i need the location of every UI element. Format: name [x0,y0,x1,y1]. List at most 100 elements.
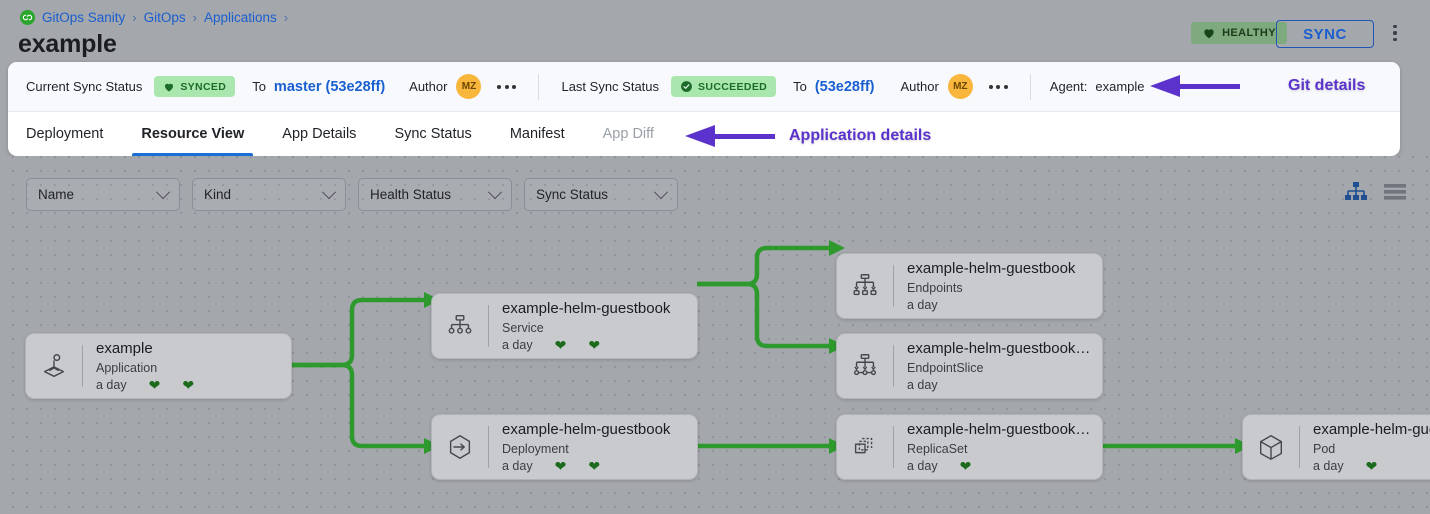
node-age: a day [907,458,938,473]
filter-kind-label: Kind [204,187,232,202]
page-header: GitOps Sanity › GitOps › Applications › … [0,0,1430,66]
filter-sync-status[interactable]: Sync Status [524,178,678,211]
gitops-logo-icon [20,10,35,25]
current-revision-link[interactable]: master (53e28ff) [273,78,386,95]
divider [893,265,894,307]
graph-node-replicaset[interactable]: example-helm-guestbook-74… ReplicaSet a … [836,414,1103,480]
current-to-label: To [252,79,266,94]
divider [82,345,83,387]
pod-icon [1243,432,1299,462]
node-title: example-helm-guestbook-74… [907,420,1092,438]
health-heart-icon: ❤ [148,377,161,393]
check-circle-icon [681,81,692,92]
list-view-icon[interactable] [1384,182,1406,202]
breadcrumb-item-applications[interactable]: Applications [203,10,277,25]
graph-node-pod[interactable]: example-helm-guest Pod a day ❤ [1242,414,1430,480]
tab-app-details[interactable]: App Details [282,125,357,142]
filter-name[interactable]: Name [26,178,180,211]
tab-resource-view[interactable]: Resource View [132,111,254,156]
agent-value: example [1095,79,1145,94]
sync-status-bar: Current Sync Status SYNCED To master (53… [8,62,1400,112]
breadcrumb-item-gitops-sanity[interactable]: GitOps Sanity [42,10,126,25]
service-icon [432,311,488,341]
heart-icon [165,83,174,91]
node-age: a day [502,458,533,473]
more-options-button[interactable] [1386,22,1404,44]
chevron-down-icon [653,184,669,199]
graph-node-endpoints[interactable]: example-helm-guestbook Endpoints a day [836,253,1103,319]
tab-bar: Deployment Resource View App Details Syn… [8,111,1400,156]
graph-node-endpointslice[interactable]: example-helm-guestbook-ct… EndpointSlice… [836,333,1103,399]
sync-heart-icon: ❤ [182,377,195,393]
node-title: example-helm-guestbook [502,299,671,317]
last-to-label: To [793,79,807,94]
divider [488,426,489,468]
node-age: a day [1313,458,1344,473]
view-toggle-group [1345,182,1406,202]
chevron-down-icon [155,184,171,199]
divider [1299,426,1300,468]
node-kind: Deployment [502,441,569,456]
node-age: a day [907,377,938,392]
avatar[interactable]: MZ [456,74,482,99]
tree-view-icon[interactable] [1345,182,1367,202]
node-kind: Service [502,320,544,335]
chevron-down-icon [487,184,503,199]
divider [1029,73,1031,100]
node-age: a day [502,337,533,352]
current-sync-status-label: Current Sync Status [26,79,143,94]
graph-node-service[interactable]: example-helm-guestbook Service a day ❤ ❤ [431,293,698,359]
deployment-icon [432,432,488,462]
tab-deployment[interactable]: Deployment [26,125,104,142]
health-heart-icon: ❤ [1365,458,1378,474]
sync-button[interactable]: SYNC [1276,20,1374,48]
graph-node-deployment[interactable]: example-helm-guestbook Deployment a day … [431,414,698,480]
status-badge-healthy: HEALTHY [1191,22,1287,44]
application-summary-card: Current Sync Status SYNCED To master (53… [8,62,1400,156]
tab-sync-status[interactable]: Sync Status [394,125,472,142]
last-author-label: Author [900,79,939,94]
filter-health-status[interactable]: Health Status [358,178,512,211]
last-revision-link[interactable]: (53e28ff) [814,78,875,95]
divider [893,426,894,468]
health-heart-icon: ❤ [554,458,567,474]
application-icon [26,351,82,381]
health-heart-icon: ❤ [959,458,972,474]
resource-graph-canvas[interactable]: Name Kind Health Status Sync Status [0,156,1430,514]
node-title: example-helm-guestbook [907,259,1076,277]
tab-app-diff[interactable]: App Diff [602,125,654,142]
node-kind: Application [96,360,158,375]
node-kind: Pod [1313,441,1336,456]
node-title: example [96,339,153,357]
current-sync-status-badge: SYNCED [154,76,236,97]
current-author-label: Author [409,79,448,94]
current-sync-more-button[interactable] [497,84,517,89]
filter-sync-status-label: Sync Status [536,187,609,202]
avatar[interactable]: MZ [947,74,973,99]
breadcrumb: GitOps Sanity › GitOps › Applications › [20,10,288,25]
health-badge-label: HEALTHY [1222,27,1276,39]
breadcrumb-item-gitops[interactable]: GitOps [143,10,186,25]
node-kind: Endpoints [907,280,963,295]
filter-kind[interactable]: Kind [192,178,346,211]
node-title: example-helm-guestbook-ct… [907,339,1092,357]
last-sync-more-button[interactable] [988,84,1008,89]
node-title: example-helm-guest [1313,420,1430,438]
node-kind: ReplicaSet [907,441,968,456]
sync-heart-icon: ❤ [588,458,601,474]
node-age: a day [907,297,938,312]
heart-icon [1204,29,1214,39]
breadcrumb-separator: › [283,10,289,25]
breadcrumb-separator: › [192,10,197,25]
graph-node-application[interactable]: example Application a day ❤ ❤ [25,333,292,399]
filter-health-status-label: Health Status [370,187,452,202]
health-heart-icon: ❤ [554,337,567,353]
page-title: example [18,30,117,58]
last-sync-status-badge: SUCCEEDED [671,76,777,97]
node-kind: EndpointSlice [907,360,984,375]
endpointslice-icon [837,351,893,381]
divider [893,345,894,387]
tab-manifest[interactable]: Manifest [509,125,565,142]
breadcrumb-separator: › [132,10,137,25]
chevron-down-icon [321,184,337,199]
